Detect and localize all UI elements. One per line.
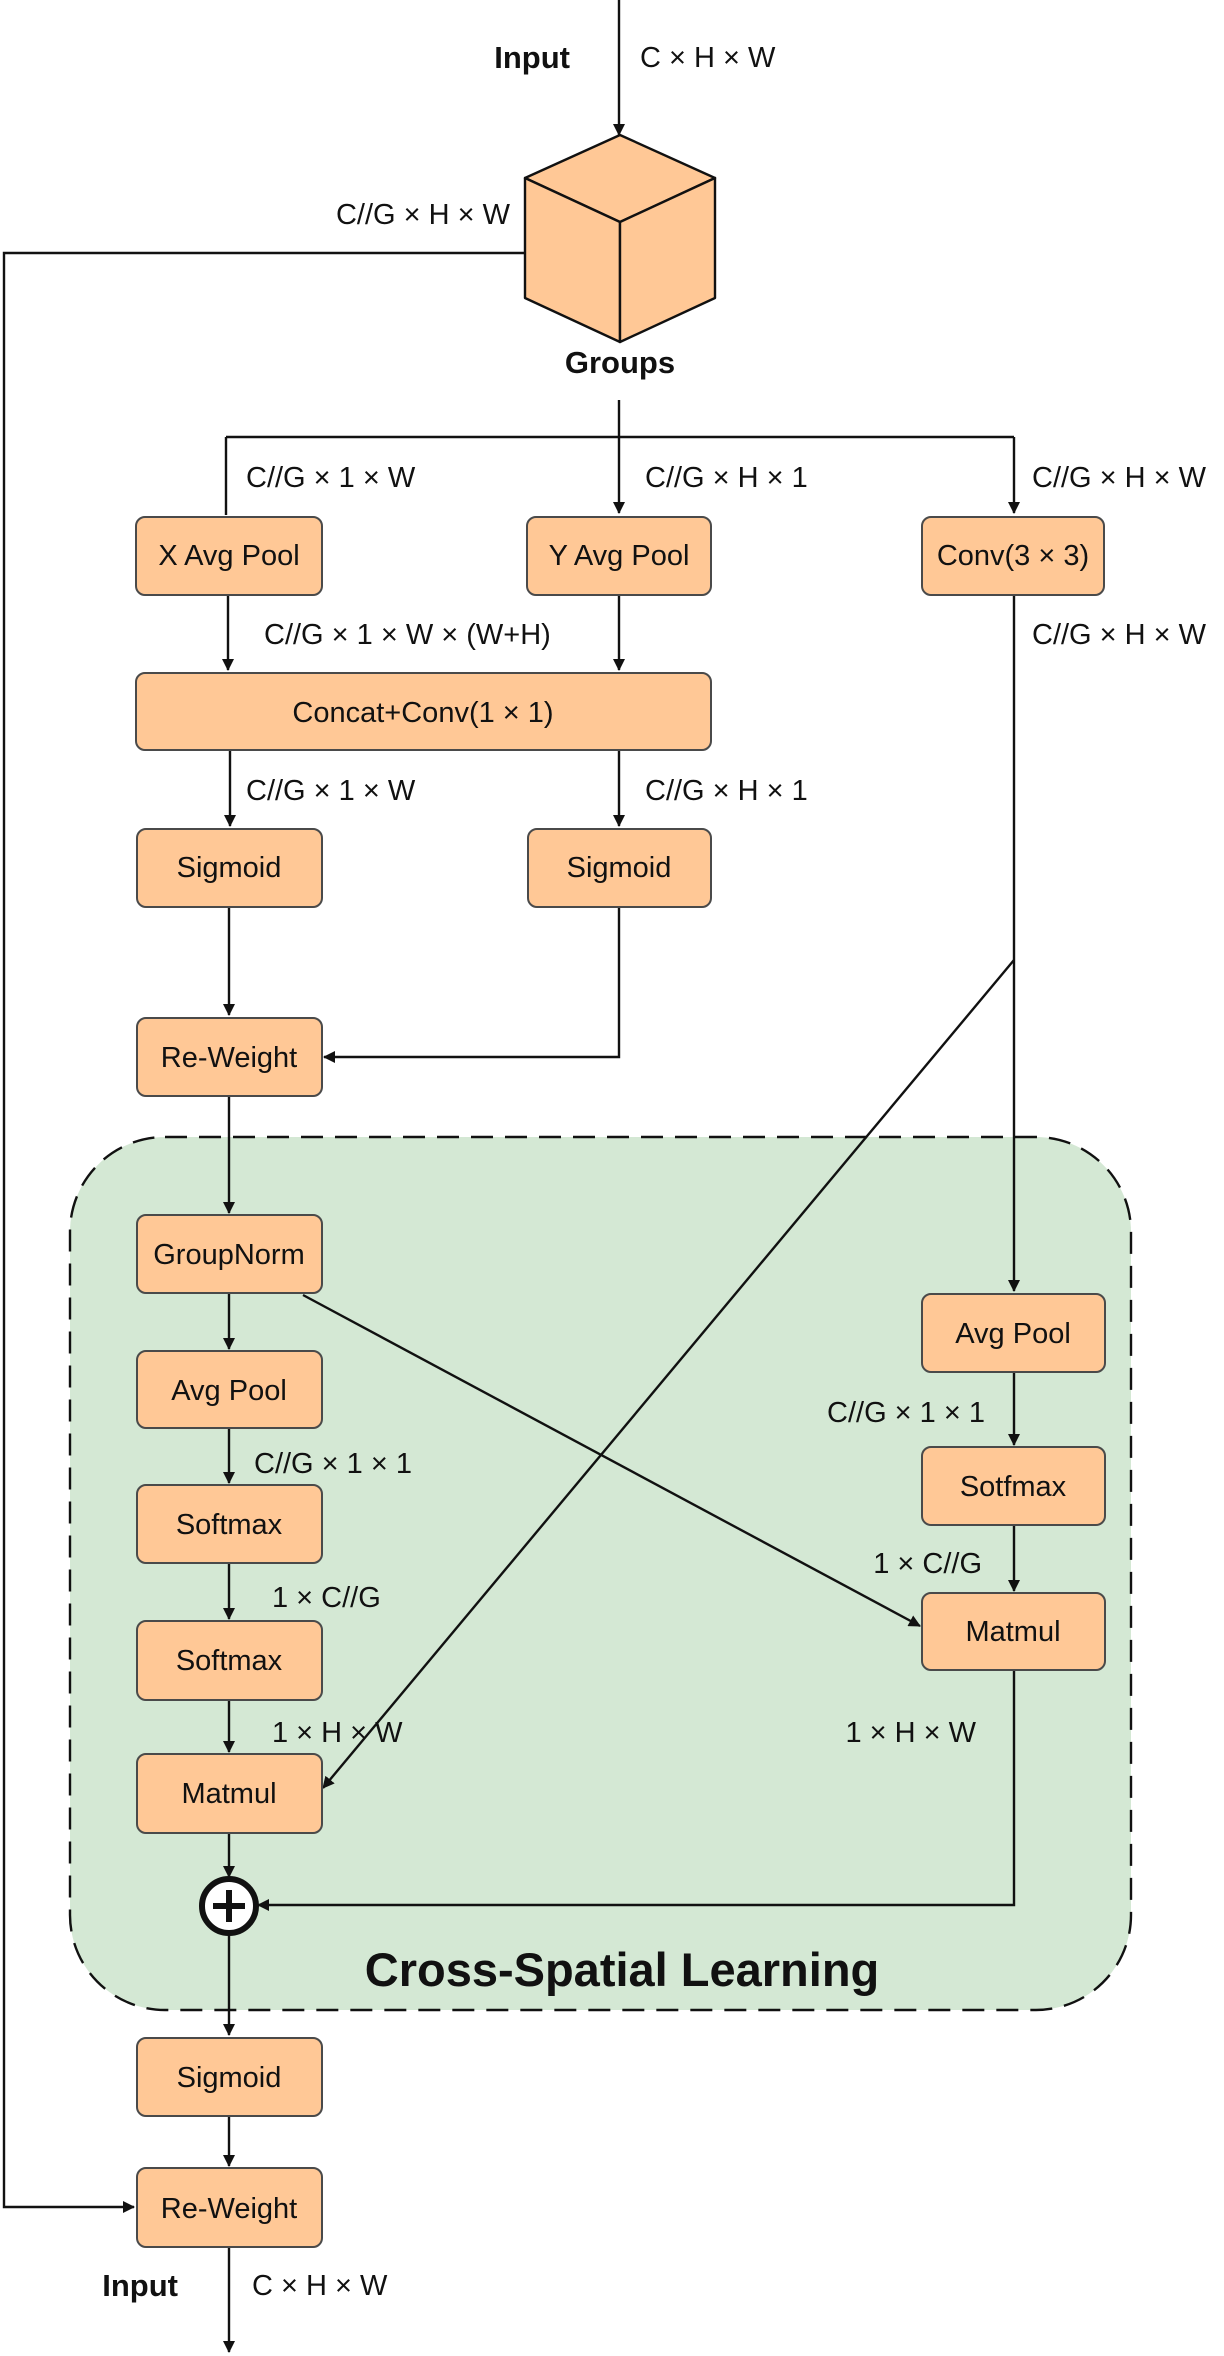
right-pool-dim: C//G × 1 × 1 (827, 1397, 985, 1429)
sigmoid-right-label: Sigmoid (567, 852, 672, 884)
reweight-label: Re-Weight (161, 1042, 297, 1074)
matmul-right-label: Matmul (965, 1616, 1060, 1648)
conv-out-dim: C//G × H × W (1032, 619, 1207, 651)
edge-sigmoid-right-to-reweight (323, 907, 621, 1063)
sigmoid-left-box[interactable]: Sigmoid (136, 828, 323, 908)
input-bottom-label: Input (102, 2268, 178, 2303)
sig-left-dim: C//G × 1 × W (246, 775, 416, 807)
softmax-2-box[interactable]: Softmax (136, 1620, 323, 1701)
y-avg-pool-box[interactable]: Y Avg Pool (526, 516, 712, 596)
avg-pool-left-label: Avg Pool (171, 1375, 287, 1407)
cross-spatial-region (68, 1135, 1133, 2012)
avg-pool-right-label: Avg Pool (955, 1318, 1071, 1350)
y-avg-pool-label: Y Avg Pool (549, 540, 690, 572)
x-avg-pool-box[interactable]: X Avg Pool (135, 516, 323, 596)
matmul-left-label: Matmul (181, 1778, 276, 1810)
softmax-2-label: Softmax (176, 1645, 283, 1677)
sigmoid-left-label: Sigmoid (177, 852, 282, 884)
left-softmax-dim: 1 × C//G (272, 1582, 381, 1614)
cube-icon (523, 133, 717, 344)
sigmoid-right-box[interactable]: Sigmoid (527, 828, 712, 908)
input-bottom-dim: C × H × W (252, 2270, 388, 2302)
groupnorm-box[interactable]: GroupNorm (136, 1214, 323, 1294)
matmul-right-box[interactable]: Matmul (921, 1592, 1106, 1671)
sig-right-dim: C//G × H × 1 (645, 775, 808, 807)
reweight-final-box[interactable]: Re-Weight (136, 2167, 323, 2248)
conv3-box[interactable]: Conv(3 × 3) (921, 516, 1105, 596)
concat-conv-label: Concat+Conv(1 × 1) (292, 697, 553, 729)
avg-pool-right-box[interactable]: Avg Pool (921, 1293, 1106, 1373)
right-matmul-dim: 1 × H × W (845, 1717, 976, 1749)
groupnorm-label: GroupNorm (153, 1239, 305, 1271)
sotfmax-right-label: Sotfmax (960, 1471, 1067, 1503)
sigmoid-final-box[interactable]: Sigmoid (136, 2037, 323, 2117)
softmax-1-box[interactable]: Softmax (136, 1484, 323, 1564)
avg-pool-left-box[interactable]: Avg Pool (136, 1350, 323, 1429)
groups-label: Groups (565, 345, 675, 380)
concat-in-dim: C//G × 1 × W × (W+H) (264, 619, 551, 651)
matmul-left-box[interactable]: Matmul (136, 1753, 323, 1834)
edge-skip-to-final-reweight (2, 251, 525, 2213)
branch-y-dim: C//G × H × 1 (645, 462, 808, 494)
reweight-box[interactable]: Re-Weight (136, 1017, 323, 1097)
left-matmul-dim: 1 × H × W (272, 1717, 403, 1749)
edge-right-matmul-to-sum (257, 1670, 1016, 1911)
softmax-1-label: Softmax (176, 1509, 283, 1541)
sigmoid-final-label: Sigmoid (177, 2062, 282, 2094)
circle-plus-icon (199, 1876, 259, 1936)
branch-conv-dim: C//G × H × W (1032, 462, 1207, 494)
concat-conv-box[interactable]: Concat+Conv(1 × 1) (135, 672, 712, 751)
branch-x-dim: C//G × 1 × W (246, 462, 416, 494)
edge-groupnorm-to-right-matmul (302, 1293, 921, 1628)
reweight-final-label: Re-Weight (161, 2193, 297, 2225)
sotfmax-right-box[interactable]: Sotfmax (921, 1446, 1106, 1526)
right-softmax-dim: 1 × C//G (873, 1548, 982, 1580)
input-top-dim: C × H × W (640, 42, 776, 74)
left-pool-dim: C//G × 1 × 1 (254, 1448, 412, 1480)
cross-spatial-label: Cross-Spatial Learning (365, 1943, 880, 1996)
conv3-label: Conv(3 × 3) (937, 540, 1089, 572)
x-avg-pool-label: X Avg Pool (158, 540, 299, 572)
groups-dim-label: C//G × H × W (336, 199, 511, 231)
input-top-label: Input (494, 40, 570, 75)
edge-conv3-to-left-matmul (322, 959, 1015, 1789)
